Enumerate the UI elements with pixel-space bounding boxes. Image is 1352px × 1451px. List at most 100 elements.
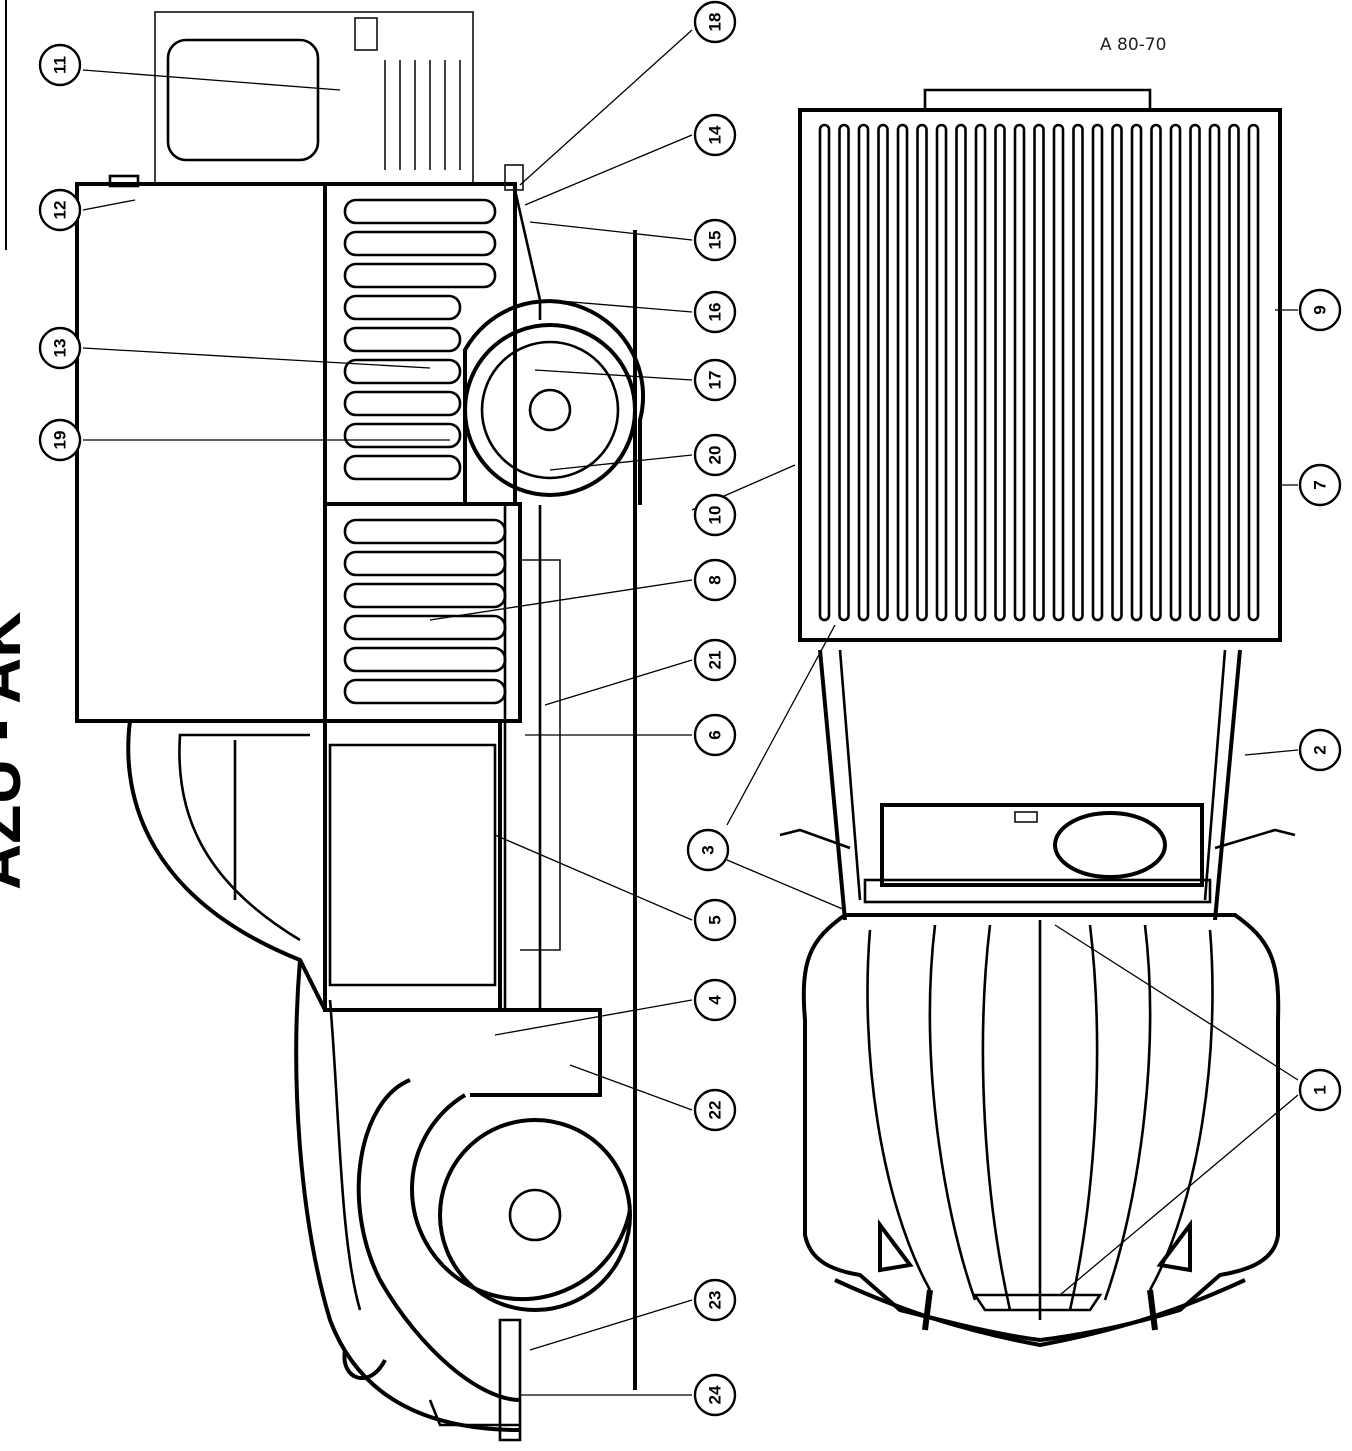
callout-7: 7 <box>1298 463 1342 507</box>
callout-11: 11 <box>38 43 82 87</box>
cab-door <box>323 719 502 1012</box>
callout-number: 6 <box>706 730 725 739</box>
callout-number: 1 <box>1311 1085 1330 1094</box>
callout-4: 4 <box>693 978 737 1022</box>
callout-22: 22 <box>693 1088 737 1132</box>
leader-lines <box>82 29 1299 1396</box>
sill-channel <box>520 559 561 951</box>
leader-2 <box>1244 749 1299 756</box>
roof-rib <box>974 123 987 622</box>
roof-rib <box>1072 123 1084 622</box>
callout-number: 7 <box>1311 480 1330 489</box>
callout-number: 9 <box>1311 305 1330 314</box>
top-front-bumper <box>834 1278 1246 1348</box>
callout-circle <box>1298 463 1342 507</box>
callout-number: 22 <box>706 1101 725 1120</box>
callout-number: 10 <box>706 506 725 525</box>
front-wing <box>356 1078 521 1402</box>
side-headlamp <box>342 1349 387 1381</box>
rear-bumper <box>504 164 524 191</box>
leader-1b <box>1059 1094 1299 1296</box>
callout-12: 12 <box>38 188 82 232</box>
callout-18: 18 <box>693 0 737 44</box>
right-headlamp <box>1156 1219 1192 1273</box>
callout-20: 20 <box>693 433 737 477</box>
roof-rib <box>1228 123 1240 622</box>
roof-rib <box>1169 123 1182 622</box>
leader-4 <box>494 999 693 1036</box>
callout-16: 16 <box>693 290 737 334</box>
callout-number: 8 <box>706 575 725 584</box>
callout-19: 19 <box>38 418 82 462</box>
callout-number: 13 <box>51 339 70 358</box>
callout-circle <box>38 326 82 370</box>
callout-circle <box>693 1278 737 1322</box>
callout-circle <box>1298 728 1342 772</box>
callout-number: 5 <box>706 915 725 924</box>
callout-circle <box>693 898 737 942</box>
leader-8 <box>429 579 693 621</box>
callout-17: 17 <box>693 358 737 402</box>
roof-rib <box>935 123 948 622</box>
callout-14: 14 <box>693 113 737 157</box>
callout-24: 24 <box>693 1373 737 1417</box>
callout-number: 12 <box>51 201 70 220</box>
callout-23: 23 <box>693 1278 737 1322</box>
roof-rib <box>1189 123 1201 622</box>
callout-number: 16 <box>706 303 725 322</box>
top-bonnet-and-wings <box>801 913 1281 1343</box>
leader-3a <box>726 624 836 826</box>
callout-8: 8 <box>693 558 737 602</box>
model-title-text: AZU - AK <box>0 612 34 890</box>
cab-windscreen-frame <box>126 719 327 1011</box>
leader-11 <box>82 69 341 91</box>
roof-rib <box>1091 123 1104 622</box>
callout-number: 21 <box>706 651 725 670</box>
roof-rib <box>1130 123 1143 622</box>
callout-circle <box>693 218 737 262</box>
roof-rib <box>896 123 909 622</box>
cab-door-inner <box>328 743 497 987</box>
callout-circle <box>693 978 737 1022</box>
load-box-roof <box>75 182 327 723</box>
callout-circle <box>693 558 737 602</box>
front-wing-panel <box>470 1008 602 1097</box>
grille-badge <box>972 1293 1103 1312</box>
roof-rib <box>877 123 889 622</box>
callout-circle <box>693 1088 737 1132</box>
rear-wheel <box>463 299 646 505</box>
dash-instrument <box>1014 811 1038 823</box>
roof-rib <box>1208 123 1221 622</box>
leader-12 <box>82 199 136 211</box>
callout-circle <box>693 290 737 334</box>
figure-reference-code: A 80-70 <box>1100 35 1166 55</box>
rear-door-window <box>166 38 320 162</box>
callout-number: 14 <box>706 125 725 144</box>
callout-10: 10 <box>693 493 737 537</box>
roof-rib <box>1247 123 1260 622</box>
leader-16 <box>547 299 693 313</box>
cab-sides <box>818 649 1242 921</box>
model-title: AZU - AK <box>0 612 34 890</box>
roof-rib <box>994 123 1006 622</box>
roof-rib <box>1033 123 1045 622</box>
roof-rib <box>1052 123 1065 622</box>
callout-circle <box>693 358 737 402</box>
callout-6: 6 <box>693 713 737 757</box>
roof-light <box>108 174 140 188</box>
windscreen-glass <box>178 733 310 942</box>
callout-circle <box>1298 1068 1342 1112</box>
callout-circle <box>693 493 737 537</box>
leader-20 <box>549 454 693 471</box>
callout-circle <box>693 713 737 757</box>
leader-22 <box>569 1064 693 1111</box>
roof-rib <box>838 123 850 622</box>
leader-18 <box>519 29 693 186</box>
front-bumper-side <box>498 1318 522 1442</box>
callout-21: 21 <box>693 638 737 682</box>
callout-circle <box>686 828 730 872</box>
bonnet-crease <box>328 999 362 1311</box>
callout-circle <box>693 0 737 44</box>
callout-circle <box>38 43 82 87</box>
